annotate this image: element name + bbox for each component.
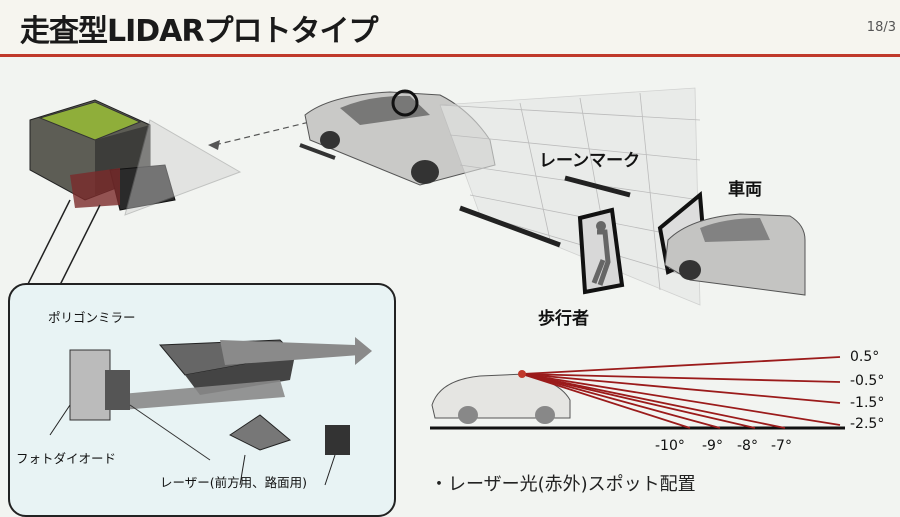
horizontal-angle-label: -8° <box>737 438 758 454</box>
polygon-mirror-label: ポリゴンミラー <box>48 310 136 325</box>
target-car-picture <box>664 213 806 296</box>
lane-mark-label: レーンマーク <box>539 151 641 171</box>
pedestrian-label: 歩行者 <box>538 309 589 329</box>
laser-label: レーザー(前方用、路面用) <box>160 475 308 490</box>
optics-detail-inset: ポリゴンミラー フォトダイオード レーザー(前方用、路面用) <box>8 283 396 517</box>
vertical-angle-label: -2.5° <box>850 416 885 432</box>
lidar-scene-illustration <box>19 87 845 430</box>
optics-schematic <box>49 337 372 486</box>
vertical-angle-label: 0.5° <box>850 349 880 365</box>
beam-angle-diagram <box>430 356 845 430</box>
lane-mark-left-shape <box>459 205 561 248</box>
page-number: 18/3 <box>866 20 896 35</box>
horizontal-angle-label: -7° <box>771 438 792 454</box>
slide-title: 走査型LIDARプロトタイプ <box>20 14 378 49</box>
vertical-angle-label: -0.5° <box>850 373 885 389</box>
pedestrian-target-picture <box>577 207 625 295</box>
slide-header <box>0 0 900 54</box>
header-divider <box>0 54 900 57</box>
photodiode-label: フォトダイオード <box>16 451 117 466</box>
horizontal-angle-label: -9° <box>702 438 723 454</box>
vehicle-label: 車両 <box>728 180 762 200</box>
lidar-device-picture <box>19 99 401 301</box>
scan-field-grid <box>439 87 701 306</box>
horizontal-angle-label: -10° <box>655 438 685 454</box>
footer-caption: ・レーザー光(赤外)スポット配置 <box>430 474 696 495</box>
lane-mark-right-shape <box>564 175 631 198</box>
vertical-angle-label: -1.5° <box>850 395 885 411</box>
